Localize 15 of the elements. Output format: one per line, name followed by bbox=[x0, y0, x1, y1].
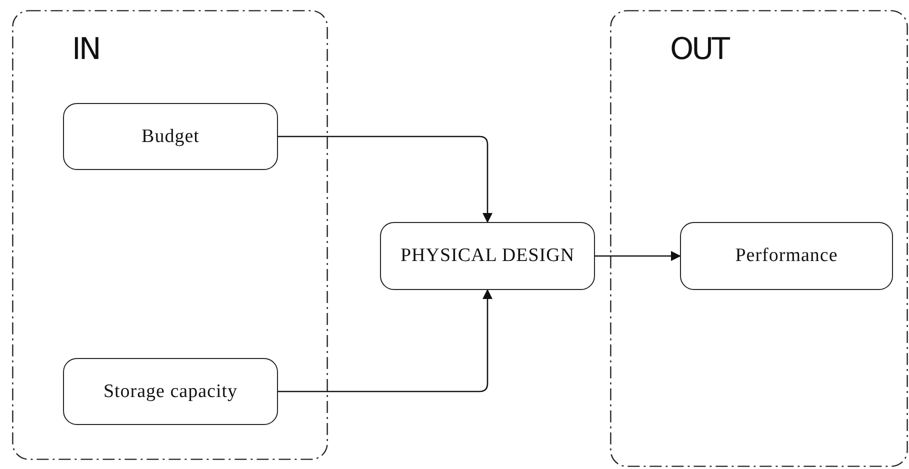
process-box bbox=[63, 358, 278, 425]
box-label: Storage capacity bbox=[102, 380, 239, 402]
arrow bbox=[595, 251, 681, 261]
group-box bbox=[610, 10, 908, 467]
box-label: Budget bbox=[140, 126, 200, 148]
process-box bbox=[380, 222, 595, 290]
group-heading: OUT bbox=[670, 32, 728, 67]
group-box bbox=[12, 10, 328, 460]
box-label: Performance bbox=[734, 245, 839, 267]
process-box bbox=[63, 103, 278, 170]
group-heading: IN bbox=[72, 32, 100, 67]
box-label: PHYSICAL DESIGN bbox=[399, 245, 576, 267]
process-box bbox=[680, 222, 893, 290]
arrow bbox=[278, 136, 492, 223]
arrow bbox=[278, 289, 492, 392]
